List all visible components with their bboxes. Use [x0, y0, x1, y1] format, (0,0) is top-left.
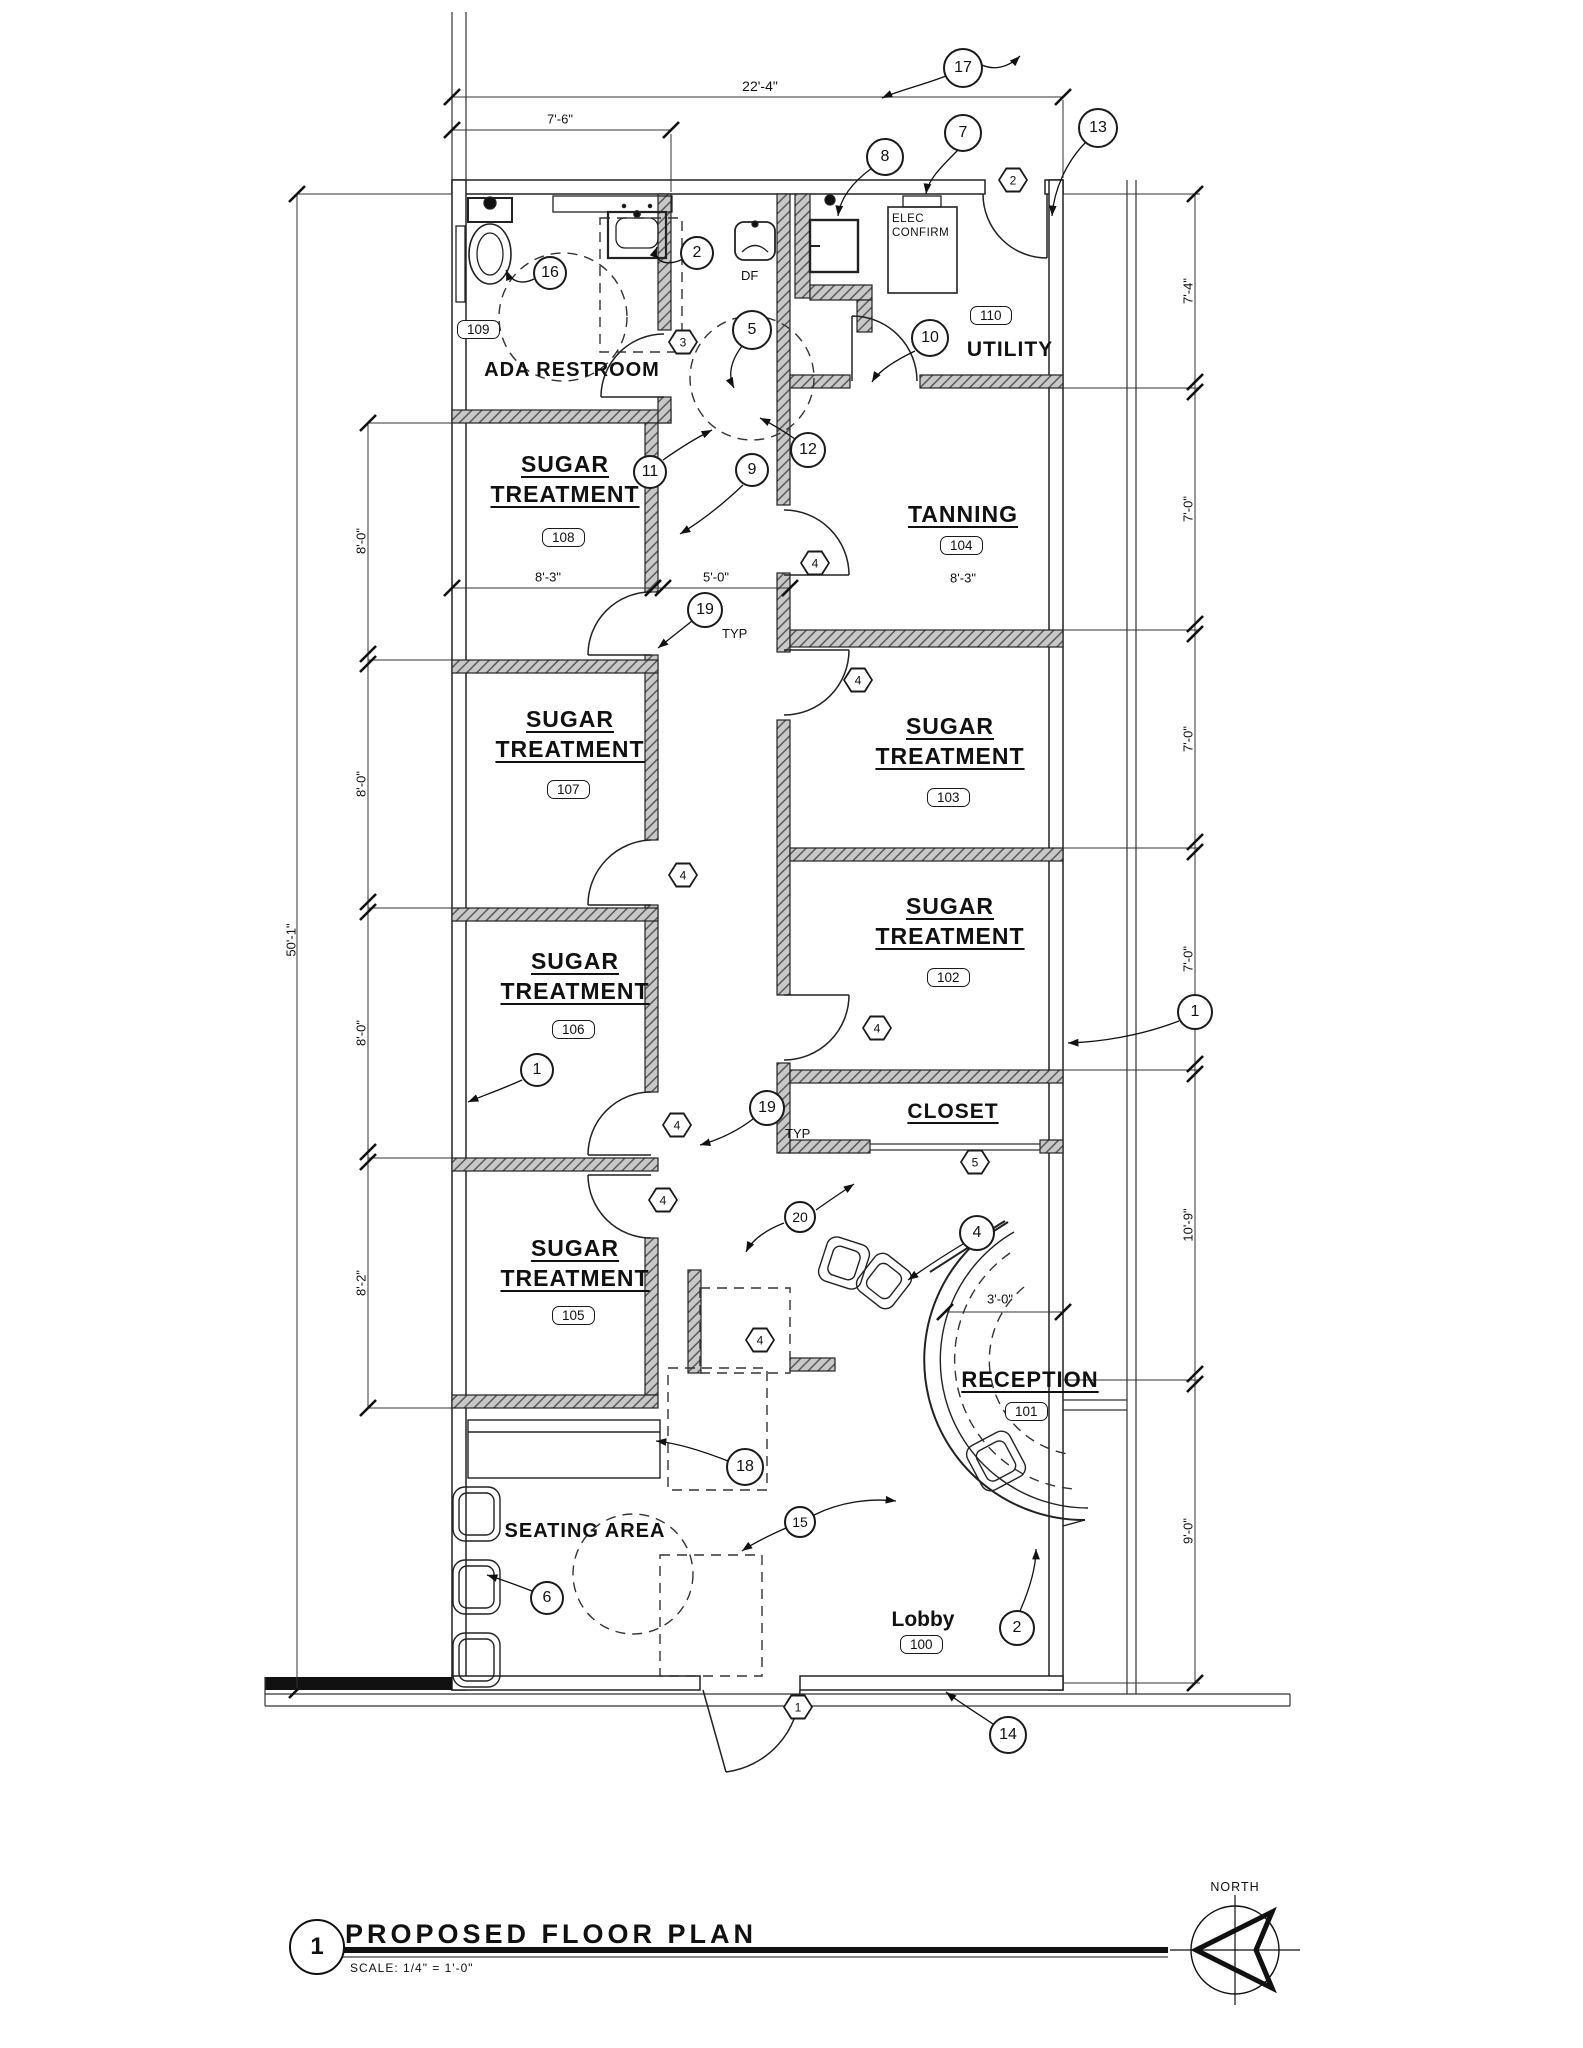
elec-confirm-line1: ELEC — [892, 213, 925, 225]
dim-right-seg-e: 10'-9" — [1180, 1208, 1196, 1242]
dim-left-seg-a: 8'-0" — [353, 528, 369, 554]
room-tag-104: 104 — [940, 536, 983, 555]
keynote-17: 17 — [943, 48, 983, 88]
keynote-16: 16 — [533, 256, 567, 290]
keynote-1-right-wall: 1 — [1177, 994, 1213, 1030]
keynote-4: 4 — [959, 1215, 995, 1251]
room-label-ada-restroom: ADA RESTROOM — [484, 359, 660, 381]
room-tag-105: 105 — [552, 1306, 595, 1325]
elec-confirm-label: ELEC CONFIRM — [892, 212, 949, 241]
room-tag-101: 101 — [1005, 1402, 1048, 1421]
keynote-13: 13 — [1078, 108, 1118, 148]
room-tag-103: 103 — [927, 788, 970, 807]
dim-mid-corridor: 5'-0" — [703, 569, 729, 585]
room-label-tanning: TANNING — [907, 501, 1019, 527]
sheet-scale: SCALE: 1/4" = 1'-0" — [350, 1961, 474, 1975]
typ-label-2: TYP — [785, 1126, 811, 1141]
keynote-12: 12 — [790, 432, 826, 468]
dim-mid-left: 8'-3" — [535, 569, 561, 585]
dim-right-seg-a: 7'-4" — [1180, 278, 1196, 304]
door-tag-2-number: 2 — [1000, 169, 1026, 191]
room-tag-107: 107 — [547, 780, 590, 799]
room-label-treatment-103: SUGAR TREATMENT — [875, 713, 1025, 769]
keynote-14: 14 — [989, 1716, 1027, 1754]
dim-top-overall: 22'-4" — [742, 78, 778, 94]
dim-left-seg-c: 8'-0" — [353, 1020, 369, 1046]
keynote-19-typ-upper: 19 — [687, 592, 723, 628]
typ-label-1: TYP — [722, 626, 748, 641]
room-tag-102: 102 — [927, 968, 970, 987]
keynote-1-left-wall: 1 — [520, 1053, 554, 1087]
dim-right-seg-b: 7'-0" — [1180, 496, 1196, 522]
room-tag-106: 106 — [552, 1020, 595, 1039]
north-label: NORTH — [1210, 1880, 1260, 1894]
sheet-title: PROPOSED FLOOR PLAN — [345, 1919, 758, 1949]
room-label-utility: UTILITY — [966, 338, 1054, 361]
keynote-9: 9 — [735, 453, 769, 487]
door-tag-1-number: 1 — [785, 1696, 811, 1718]
room-label-reception: RECEPTION — [961, 1367, 1099, 1392]
room-tag-110: 110 — [970, 306, 1012, 325]
room-label-treatment-106: SUGAR TREATMENT — [500, 948, 650, 1004]
drinking-fountain-label: DF — [741, 268, 759, 283]
keynote-20: 20 — [784, 1201, 816, 1233]
door-tag-4-number: 4 — [664, 1114, 690, 1136]
dim-left-overall: 50'-1" — [283, 923, 299, 957]
keynote-18: 18 — [726, 1448, 764, 1486]
room-label-treatment-107: SUGAR TREATMENT — [495, 706, 645, 762]
door-tag-4-number: 4 — [802, 552, 828, 574]
keynote-10: 10 — [911, 319, 949, 357]
door-tag-4-number: 4 — [845, 669, 871, 691]
elec-confirm-line2: CONFIRM — [892, 227, 950, 240]
door-tag-4-number: 4 — [747, 1329, 773, 1351]
keynote-11: 11 — [633, 455, 667, 489]
door-tag-4-number: 4 — [650, 1189, 676, 1211]
room-label-lobby: Lobby — [891, 1608, 955, 1631]
room-label-treatment-105: SUGAR TREATMENT — [500, 1235, 650, 1291]
keynote-6: 6 — [530, 1581, 564, 1615]
dim-left-seg-d: 8'-2" — [353, 1270, 369, 1296]
keynote-15: 15 — [784, 1506, 816, 1538]
door-tag-4-number: 4 — [670, 864, 696, 886]
keynote-2-reception: 2 — [999, 1610, 1035, 1646]
keynote-2-sink: 2 — [680, 236, 714, 270]
dim-right-seg-c: 7'-0" — [1180, 726, 1196, 752]
keynote-5: 5 — [732, 310, 772, 350]
dim-tanning-width: 8'-3" — [950, 570, 976, 586]
door-tag-5-number: 5 — [962, 1151, 988, 1173]
north-arrow-icon — [1191, 1906, 1279, 1994]
room-label-seating-area: SEATING AREA — [504, 1520, 666, 1542]
room-tag-109: 109 — [457, 320, 500, 339]
room-tag-100: 100 — [900, 1635, 943, 1654]
room-label-closet: CLOSET — [907, 1100, 999, 1123]
dim-restroom-width: 7'-6" — [547, 111, 573, 127]
keynote-8: 8 — [866, 138, 904, 176]
detail-number-bubble: 1 — [289, 1919, 345, 1975]
keynote-7: 7 — [944, 114, 982, 152]
dim-right-seg-f: 9'-0" — [1180, 1518, 1196, 1544]
room-label-treatment-102: SUGAR TREATMENT — [875, 893, 1025, 949]
dim-left-seg-b: 8'-0" — [353, 771, 369, 797]
door-tag-3-number: 3 — [670, 331, 696, 353]
keynote-19-typ-lower: 19 — [749, 1090, 785, 1126]
dim-reception-clear: 3'-0" — [987, 1291, 1013, 1307]
room-label-treatment-108: SUGAR TREATMENT — [490, 451, 640, 507]
room-tag-108: 108 — [542, 528, 585, 547]
door-tag-4-number: 4 — [864, 1017, 890, 1039]
dim-right-seg-d: 7'-0" — [1180, 946, 1196, 972]
